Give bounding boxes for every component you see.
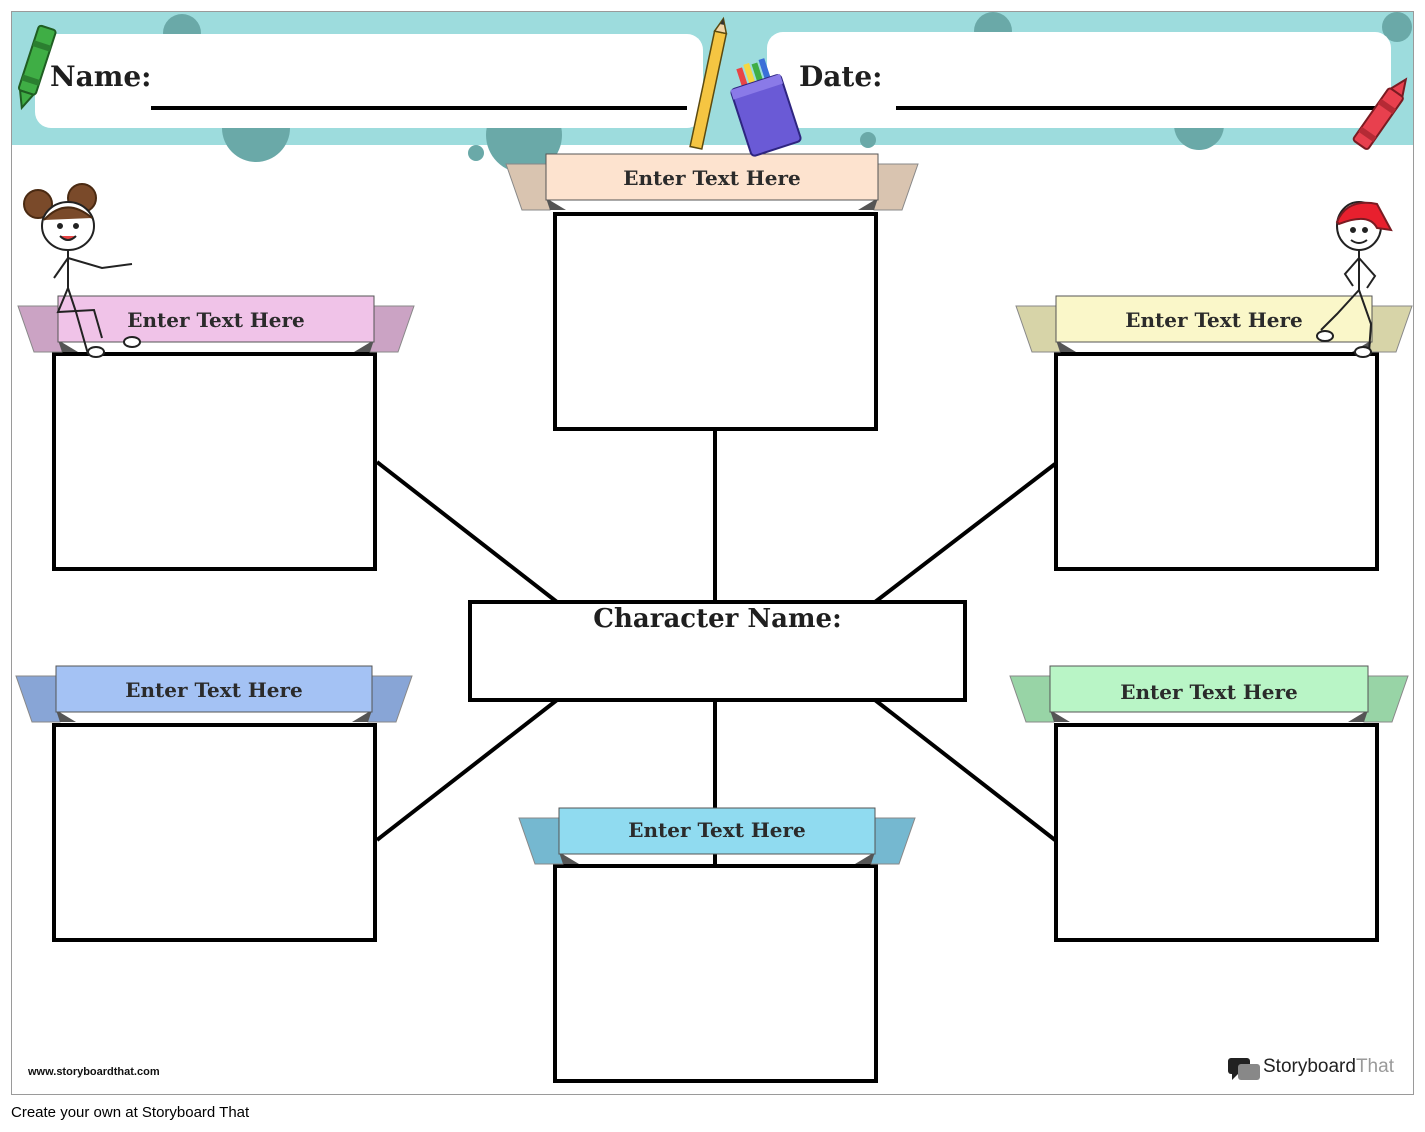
banner-face xyxy=(57,295,375,343)
banner-tail-left xyxy=(1009,675,1055,723)
banner-fold xyxy=(855,852,875,864)
banner-fold xyxy=(1056,340,1076,352)
decor-dot xyxy=(468,145,484,161)
box-top-left[interactable] xyxy=(52,352,377,571)
box-bottom-right[interactable] xyxy=(1054,723,1379,942)
banner-tail-left xyxy=(1015,305,1061,353)
storyboardthat-logo-icon xyxy=(1228,1058,1260,1080)
banner-fold xyxy=(58,340,78,352)
box-top-right[interactable] xyxy=(1054,352,1379,571)
banner-tail-right xyxy=(1363,675,1409,723)
banner-label: Enter Text Here xyxy=(127,308,305,332)
crayon-box-icon xyxy=(730,58,802,157)
banner-fold xyxy=(56,710,76,722)
banner-tail-left xyxy=(17,305,63,353)
banner-tail-right xyxy=(369,305,415,353)
banner-label: Enter Text Here xyxy=(628,818,806,842)
box-bottom-left[interactable] xyxy=(52,723,377,942)
connector-top-left xyxy=(375,460,559,604)
banner-fold xyxy=(559,852,579,864)
box-top-center[interactable] xyxy=(553,212,878,431)
banner-tail-right xyxy=(873,163,919,211)
connector-bottom-right xyxy=(873,698,1057,842)
banner-bottom-left[interactable] xyxy=(15,665,413,724)
banner-fold xyxy=(858,198,878,210)
banner-face xyxy=(55,665,373,713)
banner-top-left[interactable] xyxy=(17,295,415,354)
banner-face xyxy=(558,807,876,855)
name-field-panel xyxy=(35,34,703,128)
banner-tail-left xyxy=(15,675,61,723)
date-label: Date: xyxy=(799,60,883,93)
banner-face xyxy=(1049,665,1369,713)
girl-character-icon xyxy=(23,183,141,358)
red-crayon-icon xyxy=(1352,77,1408,150)
date-field-panel xyxy=(767,32,1391,128)
banner-tail-right xyxy=(870,817,916,865)
banner-top-center[interactable] xyxy=(505,153,919,214)
worksheet: Name: Date: Character Name: Enter Text H… xyxy=(11,11,1414,1095)
green-crayon-icon xyxy=(17,24,57,111)
pencil-icon xyxy=(689,16,728,150)
name-input-line[interactable] xyxy=(151,106,687,110)
banner-fold xyxy=(354,340,374,352)
banner-tail-right xyxy=(1367,305,1413,353)
footer-caption[interactable]: Create your own at Storyboard That xyxy=(11,1104,250,1121)
banner-label: Enter Text Here xyxy=(623,166,801,190)
banner-tail-left xyxy=(505,163,551,211)
banner-fold xyxy=(1348,710,1368,722)
brand-text: StoryboardThat xyxy=(1263,1056,1394,1078)
box-bottom-center[interactable] xyxy=(553,864,878,1083)
banner-label: Enter Text Here xyxy=(1120,680,1298,704)
character-name-title: Character Name: xyxy=(593,604,842,634)
banner-tail-right xyxy=(367,675,413,723)
brand-text-main: Storyboard xyxy=(1263,1056,1356,1077)
character-name-box[interactable] xyxy=(468,600,967,702)
date-input-line[interactable] xyxy=(896,106,1382,110)
site-url: www.storyboardthat.com xyxy=(28,1066,160,1078)
decor-dot xyxy=(860,132,876,148)
banner-label: Enter Text Here xyxy=(125,678,303,702)
banner-tail-left xyxy=(518,817,564,865)
name-label: Name: xyxy=(50,60,152,93)
banner-fold xyxy=(1050,710,1070,722)
banner-fold xyxy=(352,710,372,722)
banner-fold xyxy=(546,198,566,210)
boy-character-icon xyxy=(1316,201,1393,358)
banner-label: Enter Text Here xyxy=(1125,308,1303,332)
banner-bottom-center[interactable] xyxy=(518,807,916,866)
brand-text-light: That xyxy=(1355,1056,1394,1077)
banner-face xyxy=(545,153,879,201)
connector-bottom-left xyxy=(375,698,559,842)
connector-top-right xyxy=(873,462,1057,604)
header-band: Name: Date: xyxy=(12,12,1413,173)
banner-bottom-right[interactable] xyxy=(1009,665,1409,724)
